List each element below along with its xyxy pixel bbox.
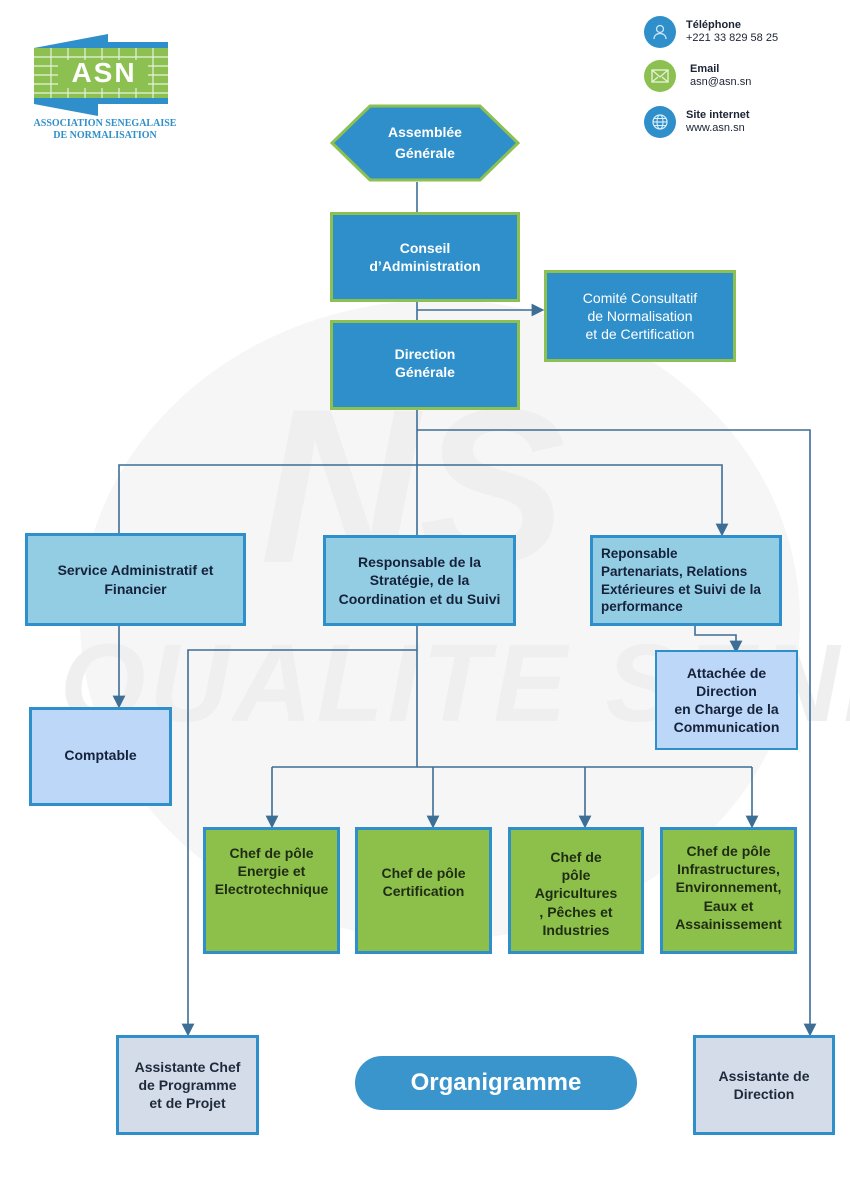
contact-phone-label: Téléphone — [686, 19, 742, 32]
contact-email-label: Email — [690, 63, 720, 76]
node-assistante-direction: Assistante de Direction — [693, 1035, 835, 1135]
node-assemblee-label: Assemblée Générale — [388, 124, 462, 161]
user-icon — [644, 16, 676, 48]
connector-dg-assistante-dir — [417, 429, 817, 1037]
contact-phone: Téléphone+221 33 829 58 25 — [644, 16, 778, 48]
logo-name: ASSOCIATION SENEGALAISE DE NORMALISATION — [20, 118, 190, 142]
contact-email-value: asn@asn.sn — [690, 76, 752, 88]
node-pole-certification: Chef de pôle Certification — [355, 827, 492, 954]
node-attachee-direction: Attachée de Direction en Charge de la Co… — [655, 650, 798, 750]
node-service-administratif: Service Administratif et Financier — [25, 533, 246, 626]
logo-name-line2: DE NORMALISATION — [53, 130, 157, 141]
hexagon-shape — [330, 104, 520, 182]
node-assemblee-generale: Assemblée Générale — [330, 104, 520, 182]
node-pole-agricultures: Chef de pôle Agricultures , Pêches et In… — [508, 827, 644, 954]
asn-logo: ASN — [28, 30, 170, 142]
node-assistante-chef-programme: Assistante Chef de Programme et de Proje… — [116, 1035, 259, 1135]
node-direction-generale: Direction Générale — [330, 320, 520, 410]
globe-icon — [644, 106, 676, 138]
node-comptable: Comptable — [29, 707, 172, 806]
mail-icon — [644, 60, 676, 92]
connector-part-attachee — [694, 625, 743, 654]
node-pole-infrastructures: Chef de pôle Infrastructures, Environnem… — [660, 827, 797, 954]
asn-logo-mark — [34, 34, 168, 116]
node-responsable-partenariats: Reponsable Partenariats, Relations Extér… — [590, 535, 782, 626]
logo-acronym: ASN — [71, 57, 137, 88]
contact-phone-value: +221 33 829 58 25 — [686, 32, 779, 44]
contact-website-value: www.asn.sn — [686, 122, 745, 134]
node-comite-consultatif: Comité Consultatif de Normalisation et d… — [544, 270, 736, 362]
contact-website-label: Site internet — [686, 109, 750, 122]
node-pole-energie: Chef de pôle Energie et Electrotechnique — [203, 827, 340, 954]
connector-strat-assistante-chef — [181, 649, 417, 1037]
organigramme-title: Organigramme — [355, 1056, 637, 1110]
logo-name-line1: ASSOCIATION SENEGALAISE — [33, 118, 177, 129]
node-conseil-administration: Conseil d’Administration — [330, 212, 520, 302]
connector-dg-branch — [118, 464, 729, 537]
node-responsable-strategie: Responsable de la Stratégie, de la Coord… — [323, 535, 516, 626]
